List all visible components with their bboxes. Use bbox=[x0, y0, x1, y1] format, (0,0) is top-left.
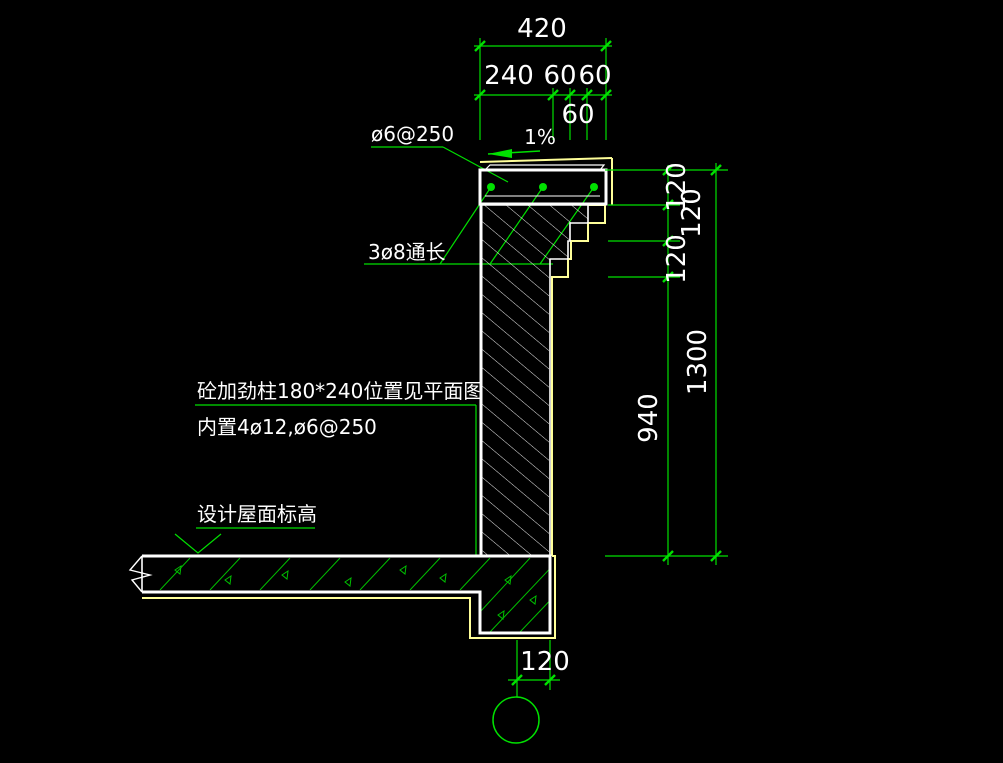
bottom-dimension-group bbox=[492, 640, 560, 744]
dim-step1-height: 120 bbox=[677, 188, 707, 238]
dim-segment-60-a: 60 bbox=[543, 61, 576, 91]
top-dimension-group bbox=[474, 38, 612, 140]
label-column-line1: 砼加劲柱180*240位置见平面图 bbox=[197, 379, 483, 403]
roof-level-symbol bbox=[174, 533, 222, 554]
dim-segment-60-c: 60 bbox=[561, 100, 594, 130]
right-dimension-group bbox=[605, 163, 728, 565]
label-column-line2: 内置4ø12,ø6@250 bbox=[197, 415, 377, 439]
label-long-rebar: 3ø8通长 bbox=[368, 240, 446, 264]
dim-slab-bottom-width: 120 bbox=[520, 647, 570, 677]
label-roof-level: 设计屋面标高 bbox=[197, 502, 317, 526]
label-stirrup: ø6@250 bbox=[371, 122, 454, 146]
dim-total-height: 1300 bbox=[683, 329, 713, 395]
slope-label: 1% bbox=[524, 125, 556, 149]
dim-wall-height: 940 bbox=[634, 393, 664, 443]
dim-step2-height: 120 bbox=[662, 234, 692, 284]
parapet-wall bbox=[479, 204, 606, 556]
roof-slab bbox=[128, 554, 556, 639]
dim-coping-height: 120 bbox=[662, 162, 692, 212]
dim-overall-width: 420 bbox=[517, 14, 567, 44]
coping-beam bbox=[478, 164, 608, 206]
grid-axis-circle bbox=[492, 696, 540, 744]
dim-segment-240: 240 bbox=[484, 61, 534, 91]
slope-arrow bbox=[479, 149, 613, 205]
dim-segment-60-b: 60 bbox=[578, 61, 611, 91]
